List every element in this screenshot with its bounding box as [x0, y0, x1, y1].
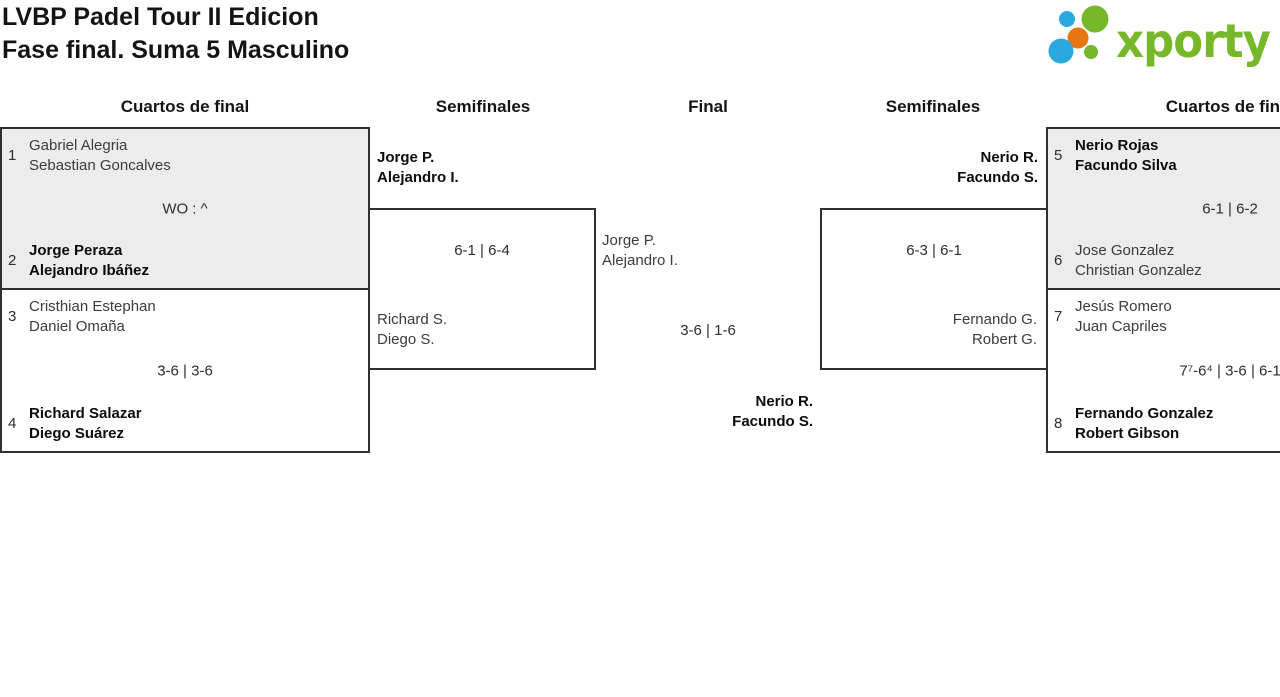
player-name: Christian Gonzalez: [1075, 261, 1202, 279]
final-bottom-team: Nerio R. Facundo S.: [732, 392, 813, 431]
match-score: 6-1 | 6-2: [1202, 200, 1258, 217]
team-players: Nerio Rojas Facundo Silva: [1075, 136, 1177, 175]
team-row: 2 Jorge Peraza Alejandro Ibáñez: [8, 241, 149, 280]
team-row: 3 Cristhian Estephan Daniel Omaña: [8, 297, 156, 336]
match-qf-left-bottom[interactable]: 3 Cristhian Estephan Daniel Omaña 3-6 | …: [0, 288, 370, 453]
team-players: Gabriel Alegria Sebastian Goncalves: [29, 136, 171, 175]
match-score: 7⁷-6⁴ | 3-6 | 6-1: [1179, 362, 1280, 379]
final-score: 3-6 | 1-6: [680, 322, 736, 339]
team-players: Jose Gonzalez Christian Gonzalez: [1075, 241, 1202, 280]
team-players: Jorge Peraza Alejandro Ibáñez: [29, 241, 149, 280]
team-players: Fernando Gonzalez Robert Gibson: [1075, 404, 1213, 443]
seed-number: 5: [1054, 147, 1063, 164]
player-name: Nerio R.: [755, 393, 813, 410]
phase-name: Fase final. Suma 5 Masculino: [2, 36, 350, 64]
round-header-sf-left: Semifinales: [435, 97, 531, 116]
player-name: Nerio R.: [980, 149, 1038, 166]
xporty-logo[interactable]: xporty: [1048, 2, 1280, 72]
team-row: 4 Richard Salazar Diego Suárez: [8, 404, 142, 443]
player-name: Richard S.: [377, 311, 448, 328]
match-qf-right-top[interactable]: 5 Nerio Rojas Facundo Silva 6-1 | 6-2 6 …: [1046, 127, 1280, 290]
seed-number: 1: [8, 147, 17, 164]
player-name: Facundo S.: [957, 168, 1038, 186]
team-row: 7 Jesús Romero Juan Capriles: [1054, 297, 1172, 336]
player-name: Alejandro I.: [377, 168, 459, 186]
player-name: Fernando G.: [952, 311, 1037, 328]
team-players: Jesús Romero Juan Capriles: [1075, 297, 1172, 336]
round-header-qf-right: Cuartos de final: [1165, 97, 1280, 116]
round-header-qf-left: Cuartos de final: [120, 97, 250, 116]
player-name: Daniel Omaña: [29, 317, 125, 335]
player-name: Alejandro I.: [602, 251, 678, 269]
match-qf-right-bottom[interactable]: 7 Jesús Romero Juan Capriles 7⁷-6⁴ | 3-6…: [1046, 288, 1280, 453]
player-name: Alejandro Ibáñez: [29, 261, 150, 279]
xporty-dots-icon: xporty: [1048, 5, 1272, 68]
seed-number: 6: [1054, 252, 1063, 269]
match-score: 3-6 | 3-6: [157, 362, 213, 379]
player-name: Diego Suárez: [29, 424, 125, 442]
player-name: Jorge Peraza: [29, 242, 123, 259]
player-name: Jesús Romero: [1075, 298, 1172, 315]
team-row: 6 Jose Gonzalez Christian Gonzalez: [1054, 241, 1202, 280]
xporty-wordmark: xporty: [1116, 14, 1271, 68]
player-name: Robert Gibson: [1075, 424, 1180, 442]
seed-number: 8: [1054, 415, 1063, 432]
player-name: Nerio Rojas: [1075, 137, 1159, 154]
team-players: Richard Salazar Diego Suárez: [29, 404, 142, 443]
player-name: Gabriel Alegria: [29, 137, 128, 154]
tournament-name: LVBP Padel Tour II Edicion: [2, 3, 319, 31]
team-row: 8 Fernando Gonzalez Robert Gibson: [1054, 404, 1213, 443]
player-name: Robert G.: [971, 330, 1037, 348]
match-score: 6-1 | 6-4: [454, 242, 510, 259]
player-name: Sebastian Goncalves: [29, 156, 171, 174]
seed-number: 7: [1054, 308, 1063, 325]
player-name: Jorge P.: [377, 149, 435, 166]
sf-left-bottom-team: Richard S. Diego S.: [377, 310, 447, 349]
match-score: WO : ^: [162, 200, 208, 217]
player-name: Facundo S.: [732, 412, 813, 430]
player-name: Juan Capriles: [1075, 317, 1167, 335]
round-header-final: Final: [688, 97, 728, 116]
player-name: Richard Salazar: [29, 405, 142, 422]
player-name: Jorge P.: [602, 232, 656, 249]
seed-number: 2: [8, 252, 17, 269]
round-header-sf-right: Semifinales: [885, 97, 981, 116]
sf-right-bottom-team: Fernando G. Robert G.: [953, 310, 1037, 349]
match-qf-left-top[interactable]: 1 Gabriel Alegria Sebastian Goncalves WO…: [0, 127, 370, 290]
player-name: Facundo Silva: [1075, 156, 1177, 174]
team-row: 1 Gabriel Alegria Sebastian Goncalves: [8, 136, 171, 175]
match-sf-left[interactable]: 6-1 | 6-4 Richard S. Diego S.: [368, 208, 596, 370]
sf-right-top-team: Nerio R. Facundo S.: [957, 148, 1038, 187]
seed-number: 4: [8, 415, 17, 432]
seed-number: 3: [8, 308, 17, 325]
sf-left-top-team: Jorge P. Alejandro I.: [377, 148, 459, 187]
match-sf-right[interactable]: 6-3 | 6-1 Fernando G. Robert G.: [820, 208, 1048, 370]
player-name: Diego S.: [377, 330, 435, 348]
player-name: Fernando Gonzalez: [1075, 405, 1214, 422]
player-name: Cristhian Estephan: [29, 298, 156, 315]
team-players: Cristhian Estephan Daniel Omaña: [29, 297, 156, 336]
team-row: 5 Nerio Rojas Facundo Silva: [1054, 136, 1177, 175]
player-name: Jose Gonzalez: [1075, 242, 1175, 259]
final-top-team: Jorge P. Alejandro I.: [602, 231, 678, 270]
page-title: LVBP Padel Tour II Edicion Fase final. S…: [2, 1, 349, 67]
match-score: 6-3 | 6-1: [906, 242, 962, 259]
